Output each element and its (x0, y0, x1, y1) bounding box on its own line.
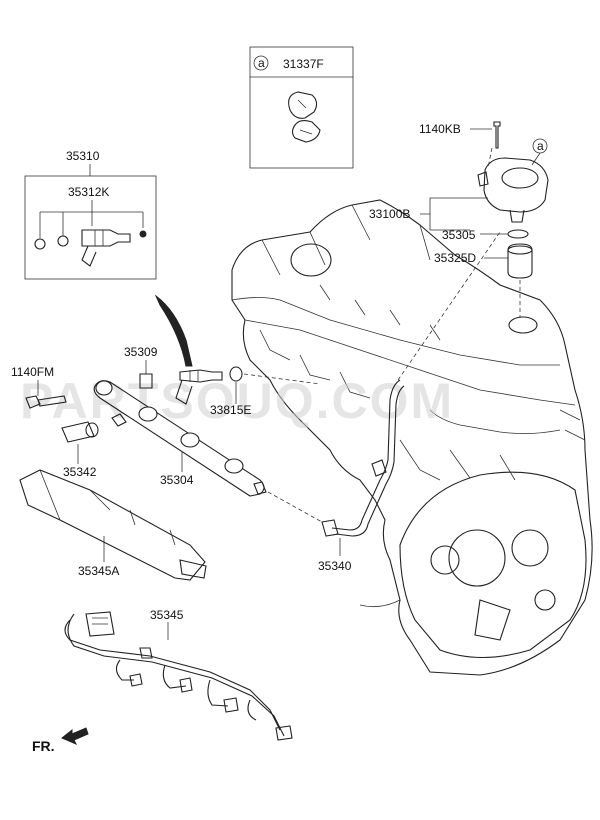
inset-box-31337F: a 31337F (249, 46, 354, 169)
label-35345: 35345 (150, 608, 184, 622)
wiring-harness: 35345 (64, 608, 293, 741)
label-35340: 35340 (318, 559, 352, 573)
label-33100B: 33100B (369, 207, 410, 221)
label-35312K: 35312K (68, 185, 109, 199)
label-1140FM: 1140FM (11, 365, 54, 379)
injector-kit-box: 35310 35312K (24, 149, 157, 280)
inset-callout-letter: a (258, 56, 265, 70)
label-35325D: 35325D (434, 251, 476, 265)
front-direction-indicator: FR. (32, 727, 89, 754)
label-1140KB: 1140KB (419, 122, 461, 136)
engine-assembly (231, 199, 593, 676)
label-35309: 35309 (124, 345, 158, 359)
label-31337F: 31337F (283, 57, 324, 71)
label-35310: 35310 (66, 149, 100, 163)
label-35342: 35342 (63, 465, 97, 479)
front-arrow-icon (61, 727, 89, 745)
pump-callout-letter: a (537, 139, 544, 153)
injector-assembly: 35309 33815E 1140FM 35342 (11, 294, 321, 479)
fuel-rail: 35304 (93, 380, 323, 523)
label-35345A: 35345A (78, 564, 119, 578)
label-35304: 35304 (160, 473, 194, 487)
high-pressure-pump: 1140KB a 33100B 35305 35325D (369, 121, 549, 318)
label-33815E: 33815E (210, 403, 251, 417)
label-35305: 35305 (442, 228, 476, 242)
direction-label: FR. (32, 738, 55, 754)
high-pressure-pipe: 35340 (318, 231, 501, 573)
injector-cover: 35345A (19, 469, 207, 581)
